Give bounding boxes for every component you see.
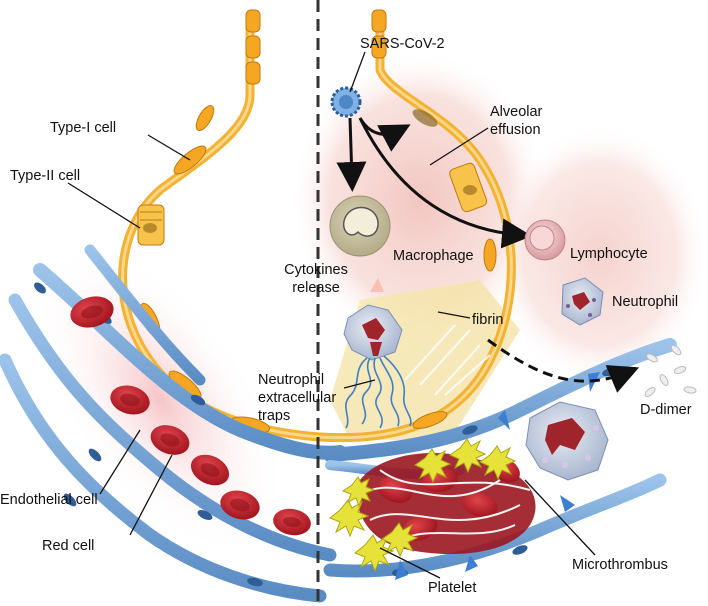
type-ii-cell-label: Type-II cell — [10, 168, 81, 184]
d-dimer-label: D-dimer — [640, 402, 692, 418]
d-dimer-fragments — [644, 344, 697, 397]
fibrin-label: fibrin — [472, 312, 504, 328]
inflammation-zone-right — [490, 125, 708, 385]
macrophage-cell — [329, 195, 391, 257]
red-cell-label: Red cell — [42, 538, 95, 554]
type-i-cell-label: Type-I cell — [50, 120, 117, 136]
infection-arrows — [336, 117, 532, 249]
alveolar-effusion-label-line2: effusion — [490, 122, 541, 138]
lymphocyte-label: Lymphocyte — [570, 246, 648, 262]
endothelial-cell-label: Endothelial cell — [0, 492, 98, 508]
net-label-line3: traps — [258, 408, 291, 424]
platelets — [329, 438, 517, 573]
neutrophil-label: Neutrophil — [612, 294, 679, 310]
net-label-line1: Neutrophil — [258, 372, 325, 388]
vessel-neutrophil — [525, 401, 609, 481]
platelet-label: Platelet — [428, 580, 477, 596]
sars-cov-2-virion — [330, 86, 362, 118]
sars-cov-2-label: SARS-CoV-2 — [360, 36, 445, 52]
microthrombus-label: Microthrombus — [572, 557, 668, 573]
type-ii-cell-right — [449, 162, 488, 213]
cytokine-mark — [370, 278, 384, 292]
cytokines-release-label-line1: Cytokines — [284, 262, 348, 278]
net-neutrophil — [343, 304, 412, 429]
cytokines-release-label-line2: release — [292, 280, 340, 296]
alveolar-effusion-label-line1: Alveolar — [490, 104, 543, 120]
d-dimer-arrow — [487, 338, 640, 393]
fibrin-strands — [404, 324, 491, 396]
neutrophil-cell — [561, 277, 604, 326]
inflammation-zone — [290, 50, 550, 350]
macrophage-label: Macrophage — [393, 248, 474, 264]
net-label-line2: extracellular — [258, 390, 337, 406]
leader-lines — [67, 51, 596, 579]
type-ii-cell — [137, 204, 165, 246]
red-cells — [70, 296, 311, 536]
lymphocyte-cell — [524, 219, 566, 261]
